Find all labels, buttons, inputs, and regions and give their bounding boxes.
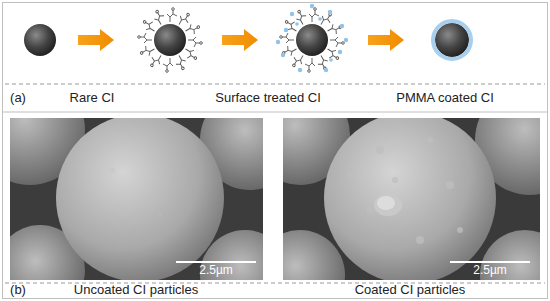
image-caption: Uncoated CI particles — [74, 283, 198, 297]
image-caption: Coated CI particles — [355, 283, 466, 297]
stage-label: Rare CI — [70, 91, 115, 105]
stage-label: PMMA coated CI — [396, 91, 494, 105]
panel-letter: (b) — [10, 283, 26, 297]
scale-label: 2.5µm — [473, 264, 507, 277]
panel-letter: (a) — [10, 91, 26, 105]
stage-label: Surface treated CI — [215, 91, 321, 105]
scale-label: 2.5µm — [199, 264, 233, 277]
